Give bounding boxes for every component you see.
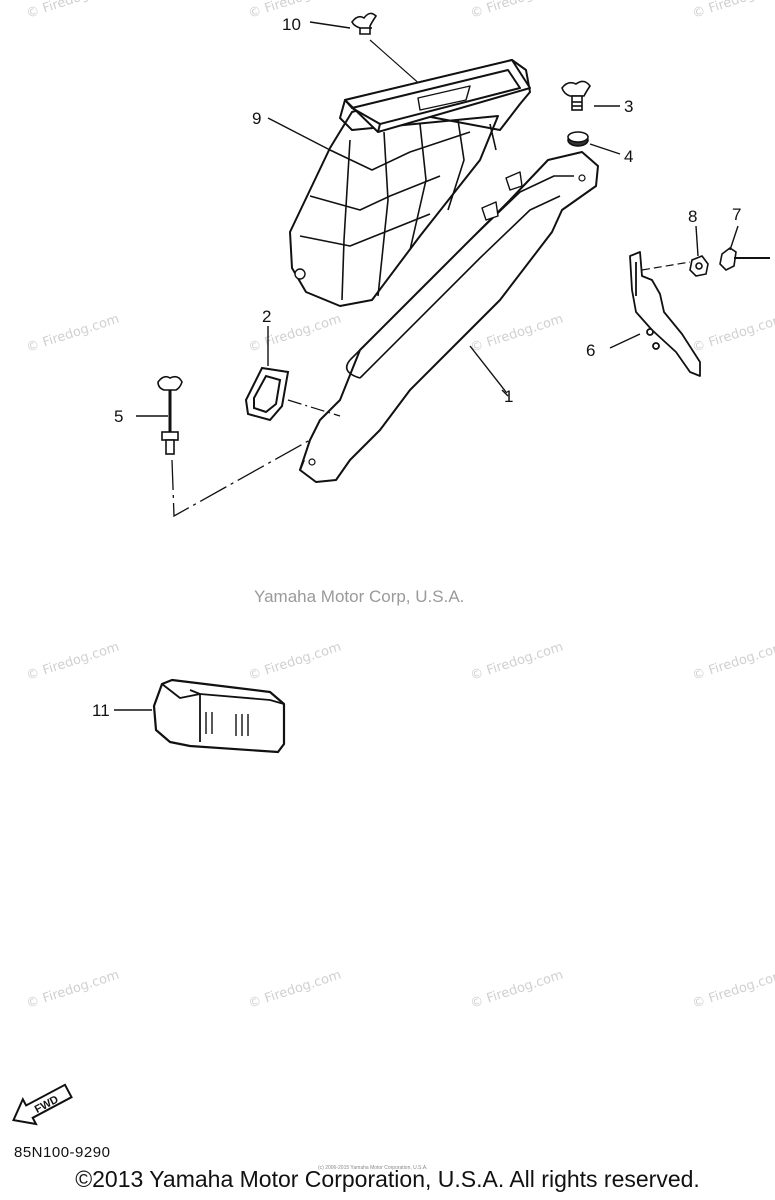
credit-line: Yamaha Motor Corp, U.S.A.: [254, 587, 464, 606]
leader-line: [171, 439, 311, 518]
fwd-label: FWD: [33, 1094, 61, 1116]
watermark: © Firedog.com: [691, 0, 775, 22]
callout-3: 3: [624, 97, 633, 116]
watermark: © Firedog.com: [25, 968, 122, 1012]
part-7-screw: [719, 247, 770, 271]
leader-line: [309, 21, 351, 29]
callout-9: 9: [252, 109, 261, 128]
part-8-nut: [689, 255, 709, 277]
watermark: © Firedog.com: [691, 640, 775, 684]
callout-6: 6: [586, 341, 595, 360]
leader-line: [695, 225, 699, 257]
watermark: © Firedog.com: [247, 640, 344, 684]
callout-1: 1: [504, 387, 513, 406]
watermark: © Firedog.com: [691, 968, 775, 1012]
watermark: © Firedog.com: [25, 640, 122, 684]
leader-line: [609, 333, 641, 349]
watermark: © Firedog.com: [469, 968, 566, 1012]
fwd-badge: FWD: [12, 1083, 73, 1126]
callout-8: 8: [688, 207, 697, 226]
part-2-seal: [244, 366, 290, 422]
callout-5: 5: [114, 407, 123, 426]
watermark: © Firedog.com: [469, 0, 566, 22]
leader-line: [641, 261, 691, 271]
watermark: © Firedog.com: [25, 312, 122, 356]
watermark: © Firedog.com: [469, 640, 566, 684]
callout-4: 4: [624, 147, 633, 166]
copyright-notice: ©2013 Yamaha Motor Corporation, U.S.A. A…: [75, 1166, 700, 1192]
watermark: © Firedog.com: [25, 0, 122, 22]
part-5-bolt: [157, 375, 183, 455]
part-9-air-duct: [289, 59, 531, 307]
watermark: © Firedog.com: [691, 312, 775, 356]
leader-line: [469, 345, 507, 393]
leader-line: [729, 225, 739, 251]
watermark: © Firedog.com: [247, 968, 344, 1012]
part-11-foam-pad: [152, 678, 286, 754]
part-4-grommet: [567, 131, 589, 147]
part-3-screw: [561, 80, 591, 111]
fine-print: (c) 2006-2015 Yamaha Motor Corporation, …: [318, 1165, 428, 1171]
callout-10: 10: [282, 15, 301, 34]
callout-2: 2: [262, 307, 271, 326]
leader-line: [501, 389, 509, 397]
callout-7: 7: [732, 205, 741, 224]
part-1-side-cover: [299, 151, 599, 483]
part-6-bracket: [629, 251, 701, 377]
leader-line: [287, 399, 341, 417]
leader-line: [267, 117, 331, 151]
leader-line: [589, 143, 621, 155]
diagram-code: 85N100-9290: [14, 1144, 111, 1161]
callout-11: 11: [92, 701, 110, 720]
part-10-wing-nut: [351, 12, 378, 35]
forward-arrow-icon: [12, 1083, 73, 1126]
